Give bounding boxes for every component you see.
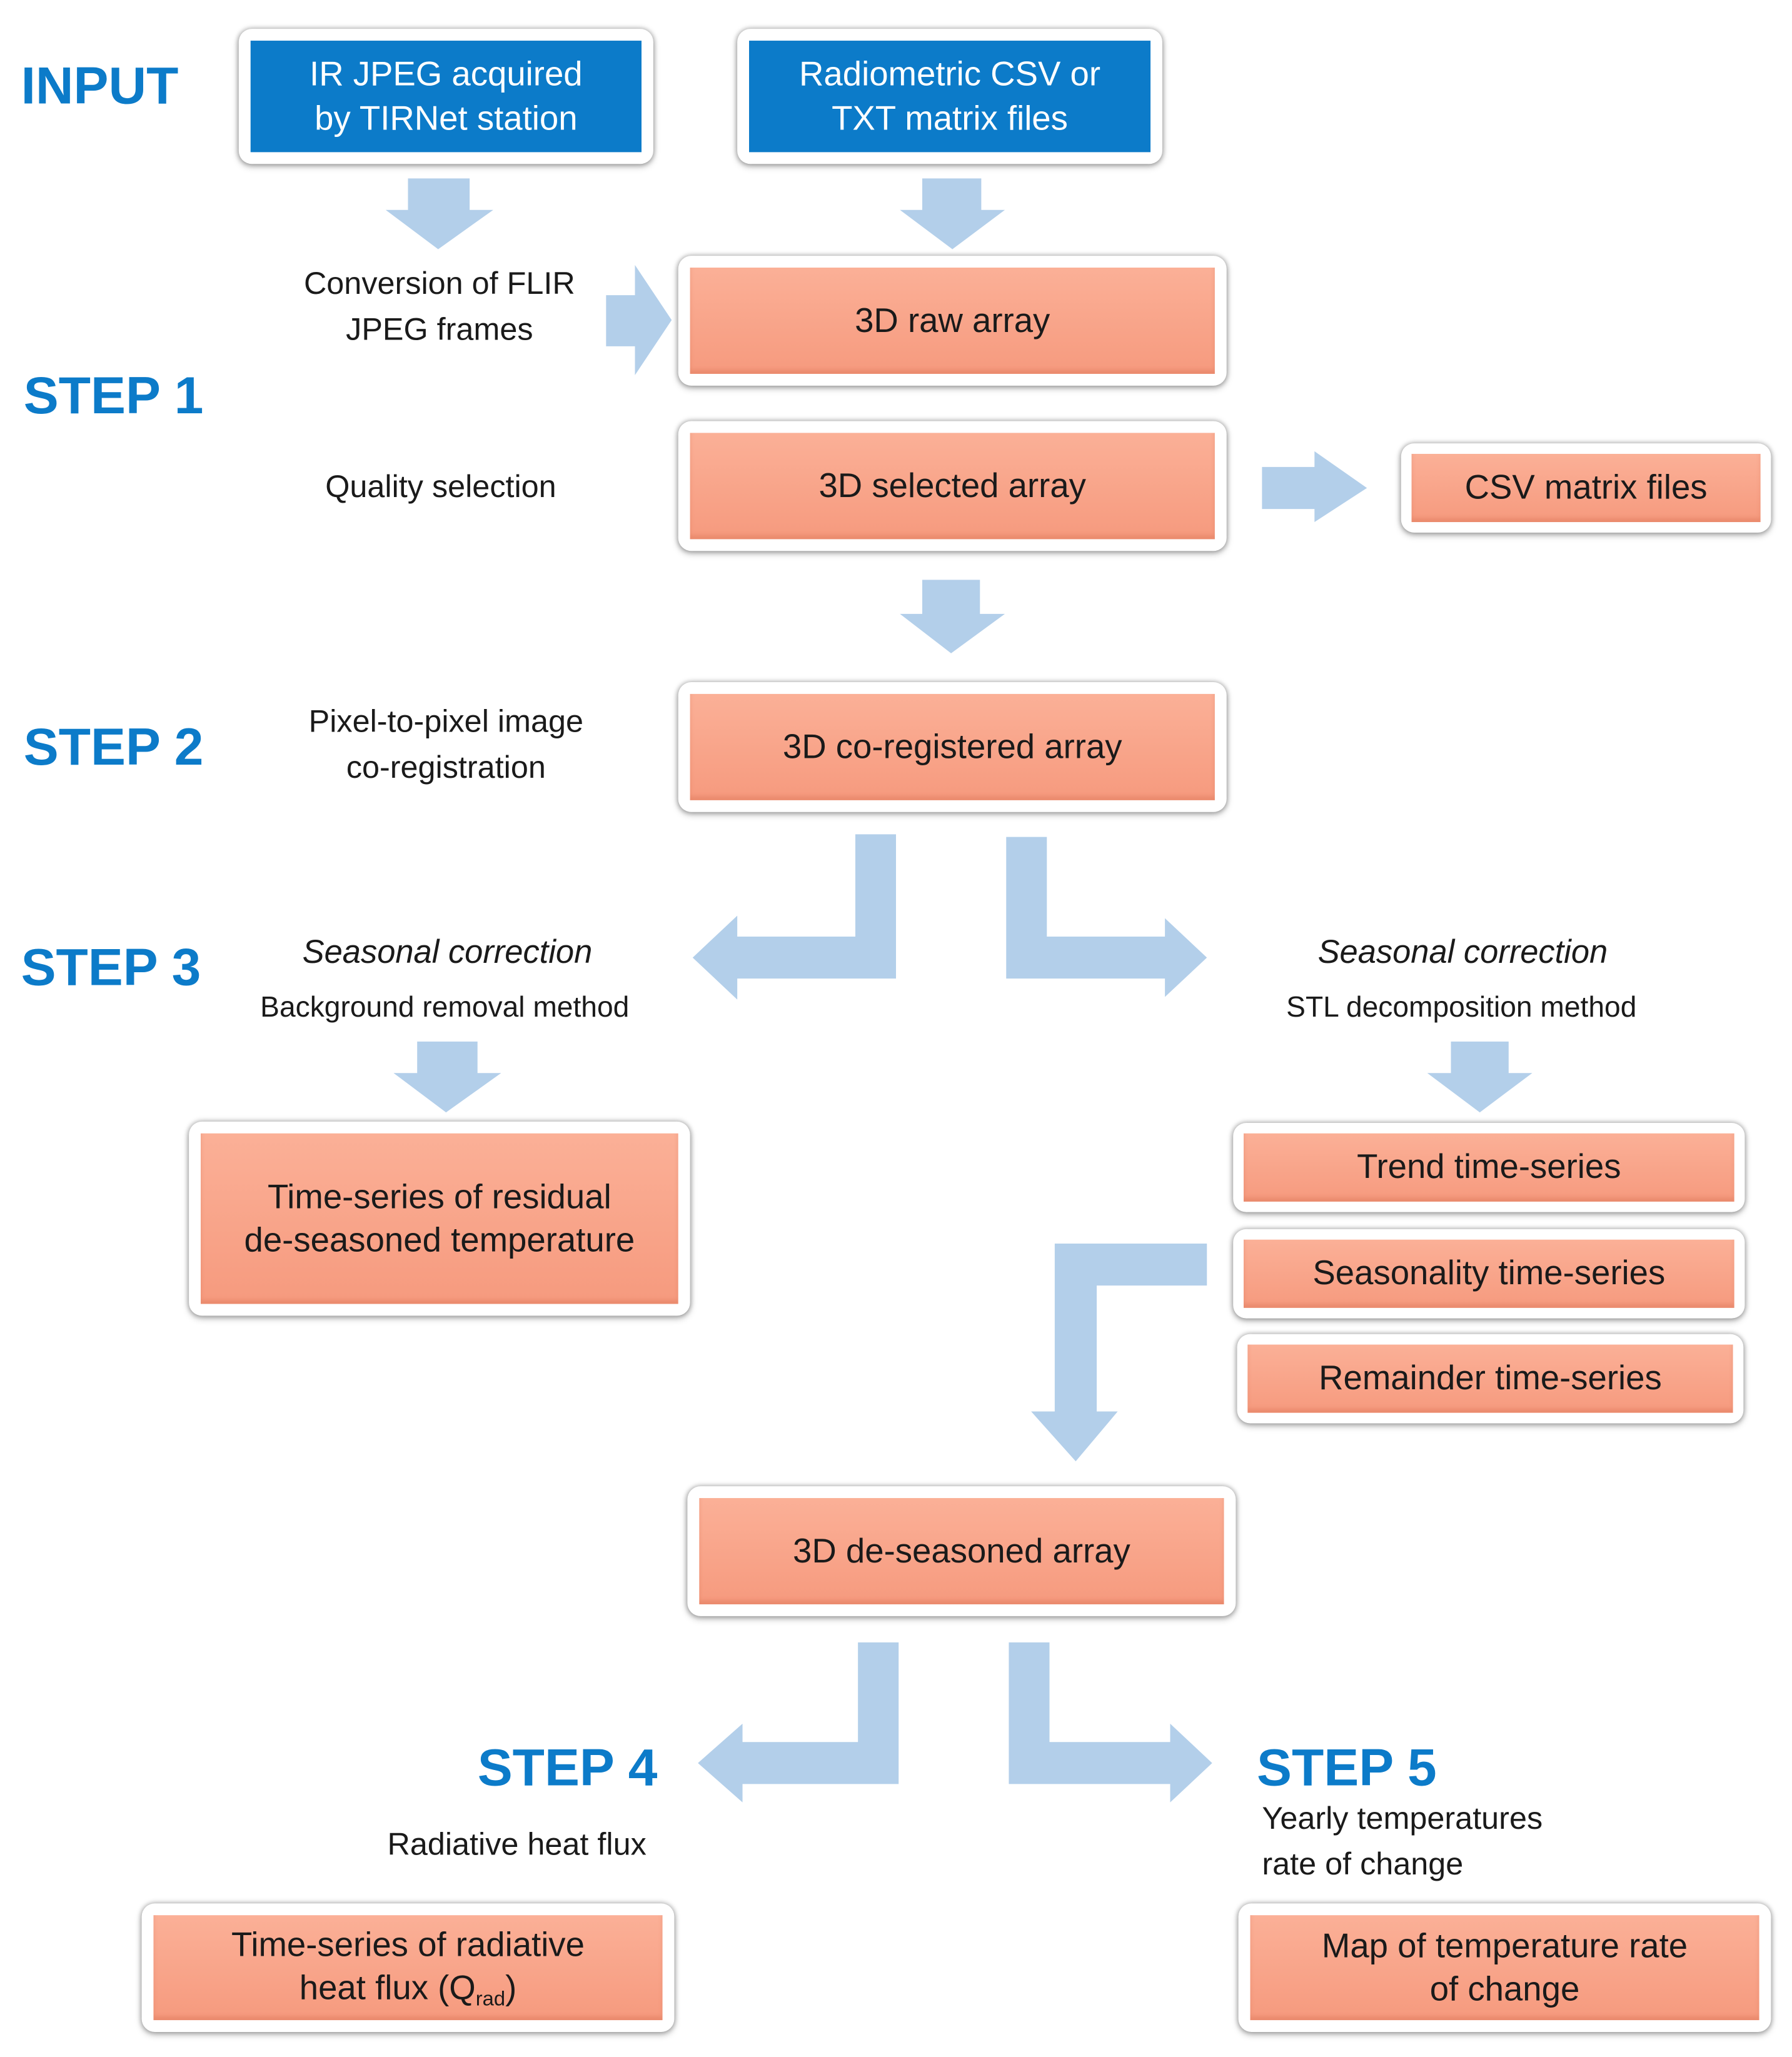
selected-array-text: 3D selected array [690, 433, 1215, 540]
remainder-timeseries-box: Remainder time-series [1237, 1334, 1744, 1424]
radiative-flux-line1: Time-series of radiative [231, 1923, 585, 1963]
conversion-label: Conversion of FLIR JPEG frames [268, 263, 612, 354]
radiometric-line1: Radiometric CSV or [799, 54, 1101, 94]
arrow-step3-left-branch [692, 834, 897, 1000]
radiative-flux-timeseries-box: Time-series of radiative heat flux (Qrad… [141, 1903, 675, 2032]
arrow-radiometric-down [900, 178, 1005, 249]
arrow-seasonality-to-deseasoned [1031, 1243, 1207, 1462]
input-box-radiometric: Radiometric CSV or TXT matrix files [737, 29, 1162, 164]
step2-label: STEP 2 [23, 718, 204, 777]
selected-array-box: 3D selected array [678, 421, 1227, 551]
step4-label: STEP 4 [477, 1739, 658, 1798]
yearly-rate-line2: rate of change [1262, 1846, 1464, 1883]
conversion-label-line2: JPEG frames [346, 311, 533, 348]
residual-timeseries-box: Time-series of residual de-seasoned temp… [189, 1121, 690, 1316]
step5-label: STEP 5 [1256, 1739, 1437, 1798]
conversion-label-line1: Conversion of FLIR [303, 266, 575, 302]
csv-matrix-box: CSV matrix files [1401, 443, 1771, 533]
coregistered-array-text: 3D co-registered array [690, 693, 1215, 800]
yearly-rate-label: Yearly temperatures rate of change [1262, 1797, 1655, 1888]
trend-timeseries-box: Trend time-series [1233, 1122, 1745, 1212]
coregistration-label-line2: co-registration [346, 750, 546, 786]
remainder-timeseries-text: Remainder time-series [1247, 1344, 1733, 1413]
yearly-rate-line1: Yearly temperatures [1262, 1801, 1543, 1837]
arrow-stl-down [1427, 1041, 1533, 1113]
residual-timeseries-fill: Time-series of residual de-seasoned temp… [201, 1133, 678, 1304]
radiative-flux-line2-prefix: heat flux (Q [299, 1967, 476, 2007]
stl-decomposition-label: STL decomposition method [1286, 990, 1637, 1023]
step3-label: STEP 3 [21, 939, 201, 997]
arrow-step5-right-branch [1009, 1642, 1212, 1803]
input-box-ir-jpeg-fill: IR JPEG acquired by TIRNet station [250, 41, 642, 153]
ir-jpeg-line1: IR JPEG acquired [310, 54, 583, 94]
arrow-background-down [393, 1041, 501, 1113]
background-removal-label: Background removal method [260, 990, 630, 1023]
coregistration-label-line1: Pixel-to-pixel image [308, 704, 584, 740]
arrow-csv-right [1262, 451, 1367, 523]
residual-line2: de-seasoned temperature [244, 1220, 635, 1260]
deseasoned-array-text: 3D de-seasoned array [699, 1498, 1224, 1604]
input-box-ir-jpeg: IR JPEG acquired by TIRNet station [238, 29, 653, 164]
trend-timeseries-text: Trend time-series [1243, 1133, 1734, 1202]
input-label: INPUT [21, 58, 179, 116]
seasonality-timeseries-text: Seasonality time-series [1243, 1239, 1734, 1308]
seasonal-correction-right-title: Seasonal correction [1317, 933, 1608, 971]
raw-array-box: 3D raw array [678, 256, 1227, 386]
arrow-selected-down [900, 580, 1005, 653]
residual-line1: Time-series of residual [267, 1176, 612, 1216]
seasonal-correction-left-title: Seasonal correction [302, 933, 593, 971]
coregistration-label: Pixel-to-pixel image co-registration [257, 700, 635, 792]
deseasoned-array-box: 3D de-seasoned array [687, 1486, 1236, 1616]
arrow-ir-jpeg-down [385, 178, 493, 249]
seasonality-timeseries-box: Seasonality time-series [1233, 1229, 1745, 1319]
temperature-rate-line2: of change [1429, 1969, 1580, 2009]
raw-array-text: 3D raw array [690, 268, 1215, 374]
ir-jpeg-line2: by TIRNet station [315, 98, 578, 138]
radiative-flux-line2: heat flux (Qrad) [300, 1966, 516, 2013]
radiative-flux-timeseries-fill: Time-series of radiative heat flux (Qrad… [153, 1915, 663, 2021]
temperature-rate-map-box: Map of temperature rate of change [1238, 1903, 1771, 2032]
temperature-rate-map-fill: Map of temperature rate of change [1250, 1915, 1759, 2021]
coregistered-array-box: 3D co-registered array [678, 682, 1227, 812]
radiative-heat-flux-label: Radiative heat flux [387, 1827, 647, 1863]
csv-matrix-text: CSV matrix files [1411, 453, 1761, 523]
radiometric-line2: TXT matrix files [832, 98, 1068, 138]
arrow-step4-left-branch [698, 1642, 899, 1803]
arrow-conversion-right [606, 264, 672, 376]
radiative-flux-subscript: rad [475, 1988, 506, 2011]
temperature-rate-line1: Map of temperature rate [1321, 1925, 1688, 1965]
radiative-flux-line2-suffix: ) [505, 1967, 517, 2007]
step1-label: STEP 1 [23, 367, 204, 425]
input-box-radiometric-fill: Radiometric CSV or TXT matrix files [749, 41, 1151, 153]
arrow-step3-right-branch [1006, 837, 1207, 997]
quality-selection-label: Quality selection [325, 470, 556, 505]
